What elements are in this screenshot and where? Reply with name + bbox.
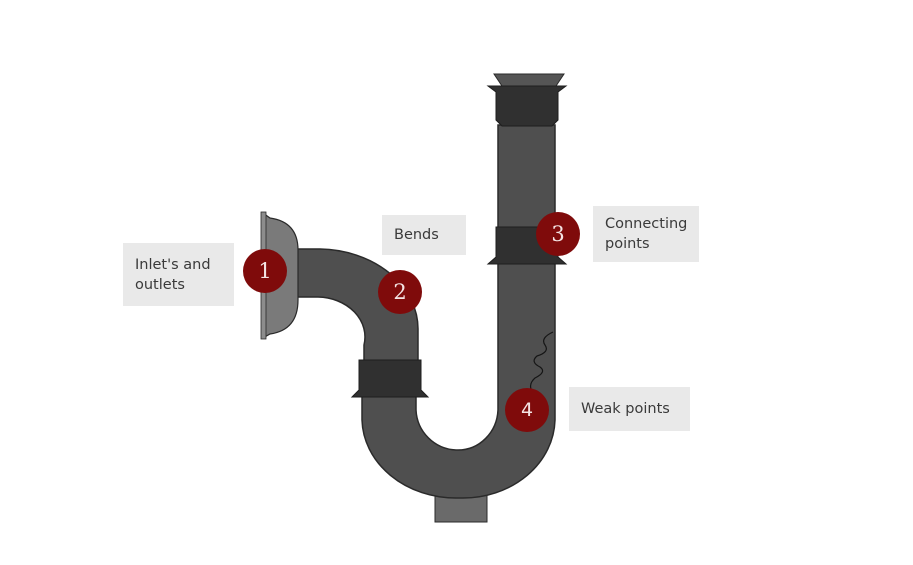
- label-weak-points: Weak points: [569, 387, 690, 431]
- label-line: Weak points: [581, 401, 670, 417]
- callout-badge-2: 2: [378, 270, 422, 314]
- tailpiece-top-coupling: [486, 85, 568, 127]
- label-inlets-outlets: Inlet's and outlets: [123, 243, 234, 306]
- label-connecting-points: Connecting points: [593, 206, 699, 262]
- tailpiece-top-rim: [493, 73, 565, 87]
- label-line: Inlet's and: [135, 256, 211, 273]
- callout-number: 4: [520, 399, 534, 421]
- label-line: outlets: [135, 276, 185, 293]
- slip-nut-lower: [350, 359, 430, 398]
- callout-number: 2: [393, 280, 407, 304]
- callout-badge-4: 4: [505, 388, 549, 432]
- callout-badge-3: 3: [536, 212, 580, 256]
- callout-badge-1: 1: [243, 249, 287, 293]
- callout-number: 3: [551, 222, 565, 246]
- label-bends: Bends: [382, 215, 466, 255]
- crack-line: [529, 331, 554, 393]
- label-line: Connecting: [605, 216, 688, 232]
- label-line: Bends: [394, 227, 439, 243]
- label-line: points: [605, 236, 650, 252]
- callout-number: 1: [258, 259, 272, 283]
